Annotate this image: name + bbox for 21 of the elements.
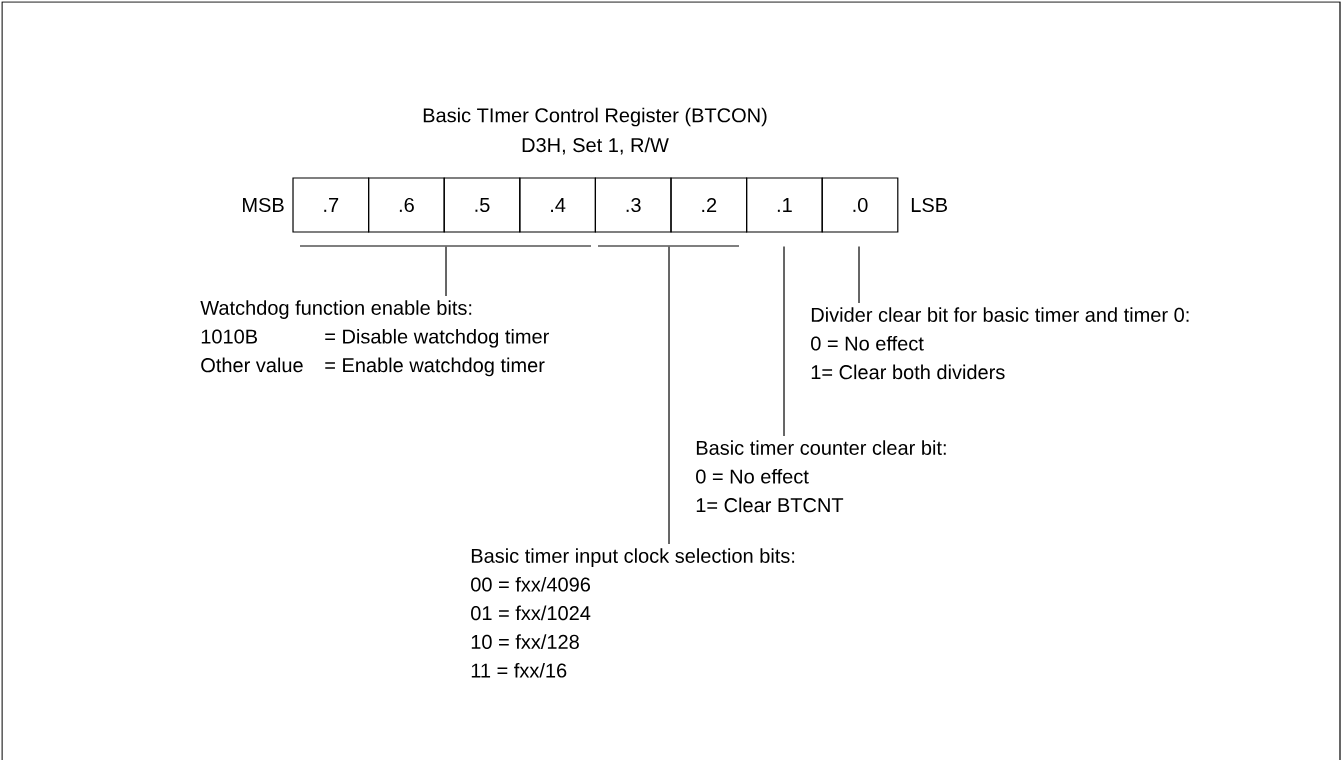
register-address: D3H, Set 1, R/W bbox=[522, 137, 669, 155]
bit-description: Watchdog function enable bits: 1010B = Disable watchdog timer Other value = Enable watchdog timer bbox=[200, 300, 549, 377]
bit-cell: .6 bbox=[368, 177, 445, 233]
leader-line bbox=[668, 246, 670, 545]
bracket-line bbox=[300, 245, 591, 247]
bit-cell: .4 bbox=[519, 177, 596, 233]
bit-cell: .3 bbox=[594, 177, 672, 233]
bit-cell: .1 bbox=[746, 177, 823, 233]
bit-cell: .0 bbox=[821, 177, 899, 233]
leader-line bbox=[445, 246, 447, 297]
register-title: Basic TImer Control Register (BTCON) bbox=[423, 107, 767, 127]
bit-cell: .7 bbox=[292, 177, 370, 233]
bit-cell: .5 bbox=[443, 177, 521, 233]
leader-line bbox=[783, 246, 785, 437]
bit-description: Basic timer input clock selection bits: 00 = fxx/4096 01 = fxx/1024 10 = fxx/128 11 = fxx/16 bbox=[471, 548, 795, 678]
bracket-line bbox=[598, 245, 739, 247]
bit-order-label: MSB bbox=[243, 197, 284, 213]
leader-line bbox=[858, 246, 860, 304]
bit-description: Divider clear bit for basic timer and timer 0: 0 = No effect 1= Clear both dividers bbox=[811, 307, 1189, 380]
bit-cell: .2 bbox=[670, 177, 748, 233]
bit-description: Basic timer counter clear bit: 0 = No effect 1= Clear BTCNT bbox=[696, 440, 946, 513]
